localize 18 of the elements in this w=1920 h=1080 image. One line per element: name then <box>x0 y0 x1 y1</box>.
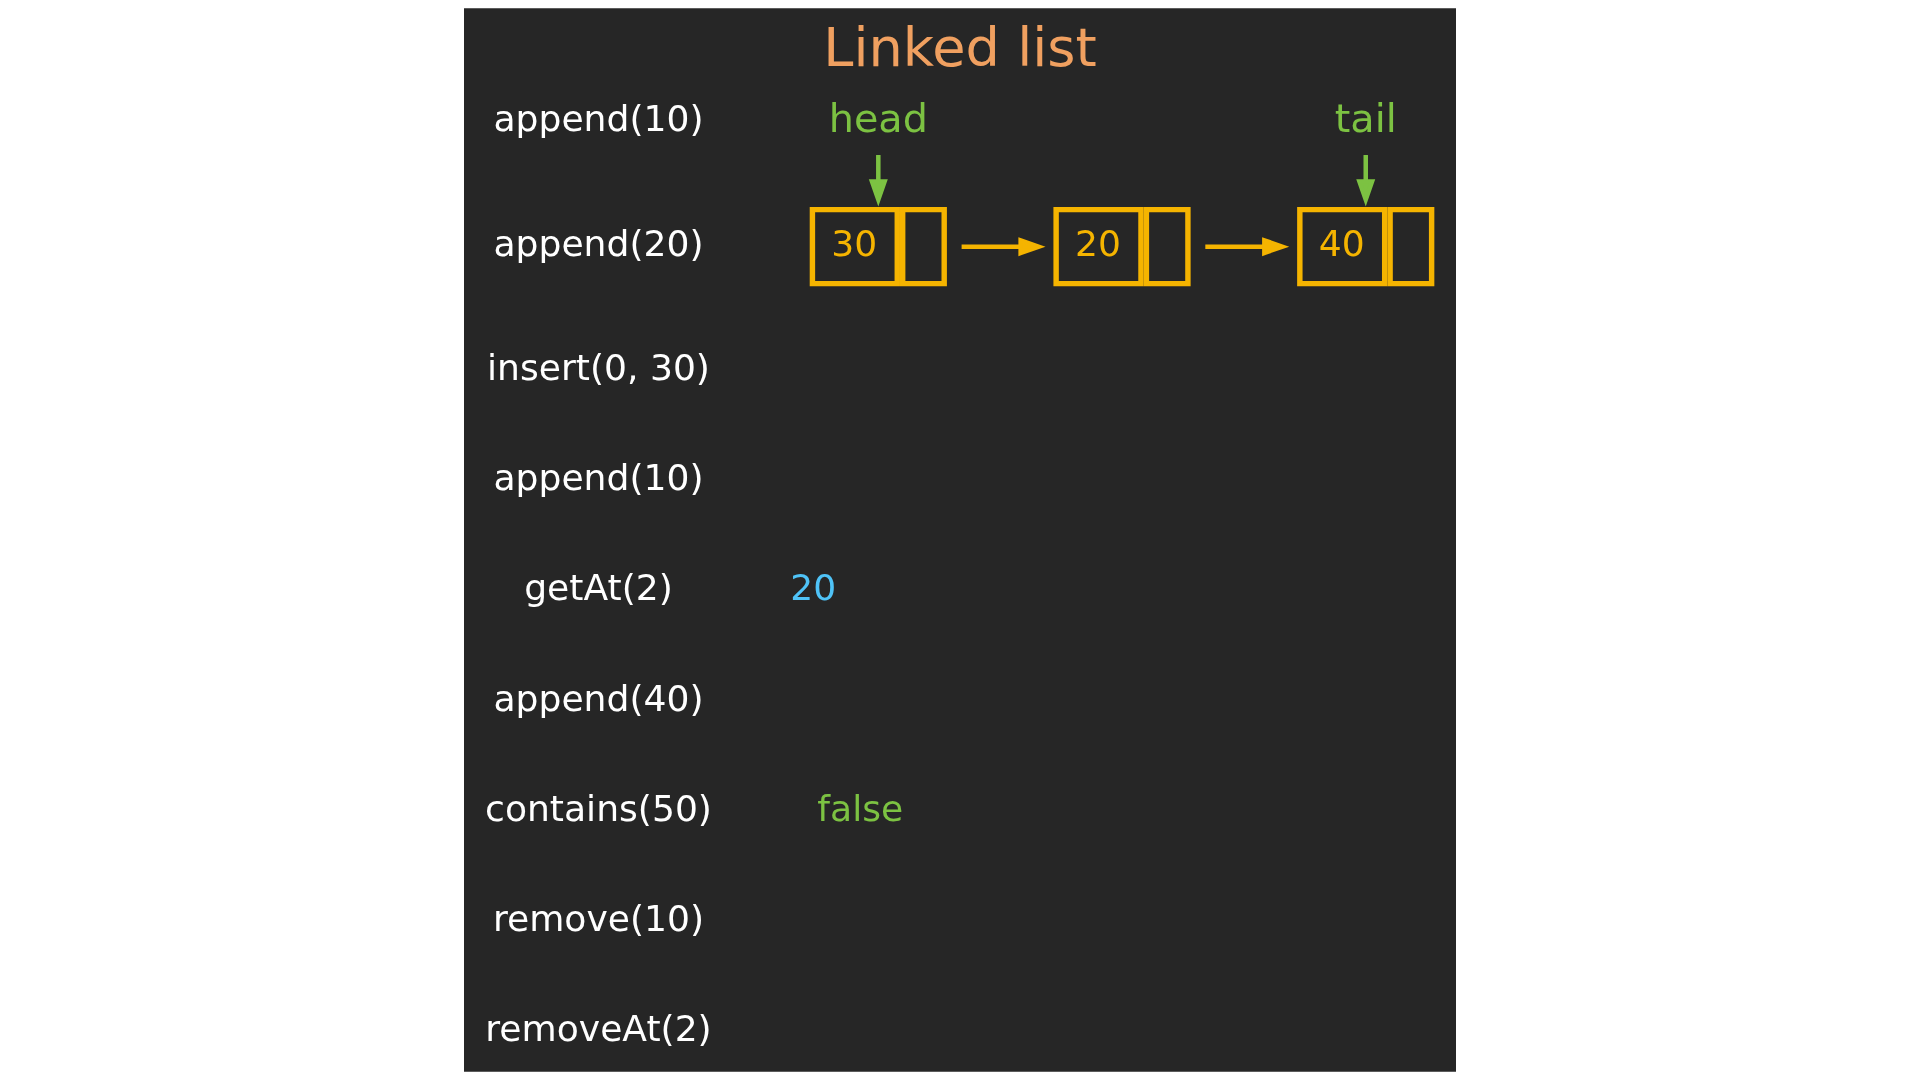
label: 20 <box>790 566 837 610</box>
arrow <box>868 155 888 207</box>
arrow <box>1205 237 1290 257</box>
label: remove(10) <box>492 896 705 940</box>
label: insert(0, 30) <box>487 346 710 390</box>
label: removeAt(2) <box>485 1006 712 1050</box>
node-text: head <box>828 95 928 142</box>
label: append(40) <box>493 676 704 720</box>
node-text: tail <box>1334 95 1397 142</box>
arrow <box>961 237 1046 257</box>
label: false <box>817 786 904 830</box>
label: append(10) <box>493 456 704 500</box>
label: contains(50) <box>485 786 712 830</box>
label: append(20) <box>493 221 704 265</box>
label: append(10) <box>493 97 704 141</box>
label: getAt(2) <box>524 566 673 610</box>
arrow <box>1356 155 1376 207</box>
diagram-title: Linked list <box>823 16 1097 80</box>
